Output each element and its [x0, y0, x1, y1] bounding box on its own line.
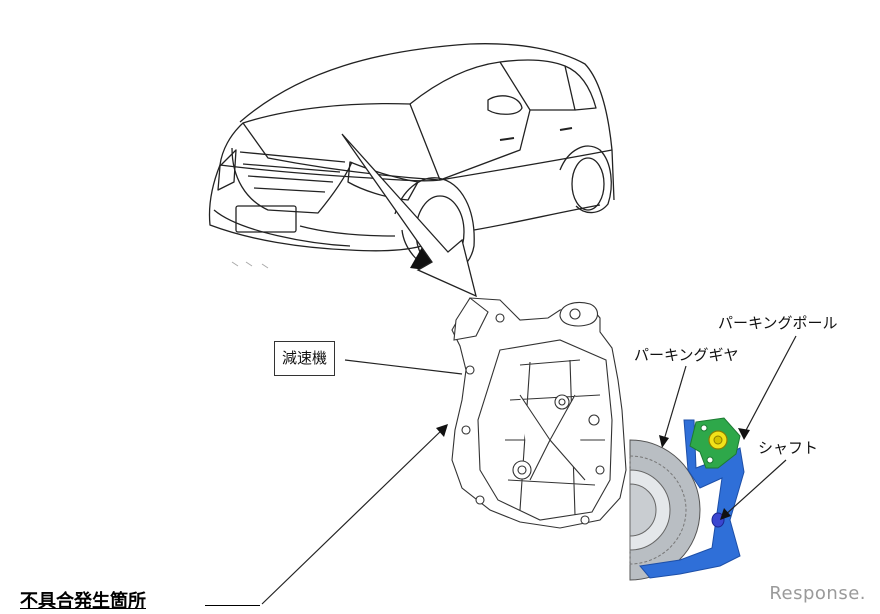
car-illustration [208, 43, 615, 274]
parking-mechanism-detail [629, 417, 745, 581]
leader-lines [261, 335, 797, 605]
parking-gear-label: パーキングギヤ [634, 346, 739, 364]
callout-wedge [341, 133, 477, 298]
defect-location-title: 不具合発生箇所 [20, 591, 146, 612]
arrowheads [436, 424, 750, 520]
shaft-label: シャフト [758, 439, 819, 457]
parking-pawl-label: パーキングポール [718, 314, 838, 332]
reducer-label: 減速機 [274, 341, 336, 376]
reducer-illustration [451, 297, 627, 529]
response-watermark: Response. [769, 583, 866, 604]
shaft [711, 512, 725, 528]
title-underline [205, 605, 260, 606]
